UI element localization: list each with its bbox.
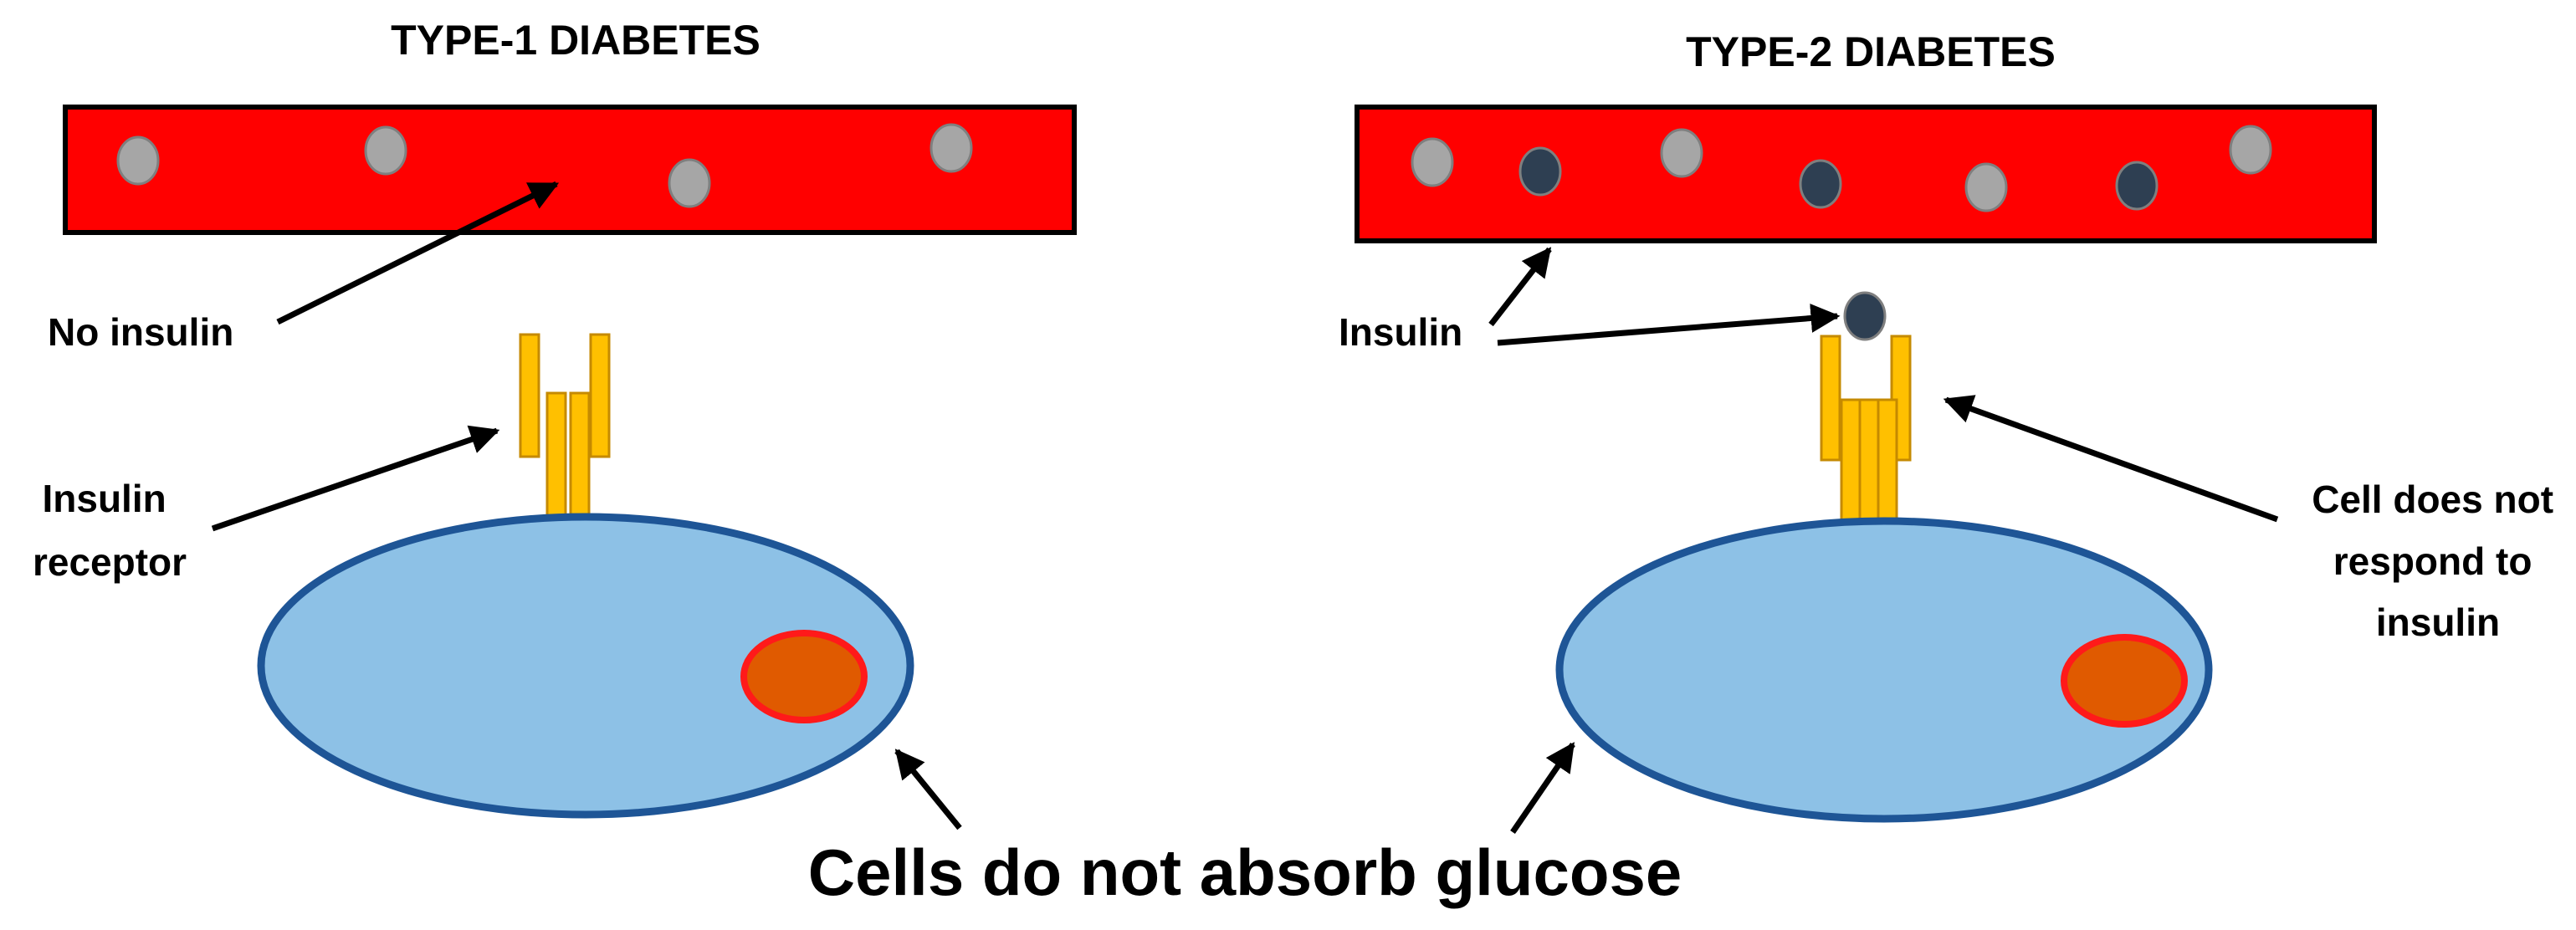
no-response-arrow — [1943, 395, 2279, 523]
insulin-molecule — [1518, 146, 1562, 197]
type2-blood-vessel — [1355, 105, 2377, 243]
cell-body — [257, 513, 914, 819]
type1-arrows — [211, 181, 962, 830]
receptor-chain — [1858, 398, 1880, 525]
no-insulin-label: No insulin — [48, 310, 233, 354]
type2-cell-arrow — [1510, 742, 1575, 834]
cell-body — [1555, 517, 2213, 823]
receptor-chain — [519, 333, 540, 458]
no-response-label: Cell does not respond to insulin — [2312, 478, 2564, 644]
type2-panel: TYPE-2 DIABETES Insulin Cell — [1339, 28, 2564, 834]
type2-title: TYPE-2 DIABETES — [1686, 28, 2056, 75]
type2-insulin-receptor — [1820, 335, 1912, 525]
insulin-molecule — [2115, 161, 2159, 211]
caption: Cells do not absorb glucose — [808, 835, 1682, 909]
type1-blood-vessel — [63, 105, 1077, 235]
insulin-label: Insulin — [1339, 310, 1462, 354]
cell-nucleus — [2061, 634, 2188, 728]
glucose-molecule — [1411, 137, 1454, 187]
glucose-molecule — [116, 135, 160, 186]
glucose-molecule — [1964, 162, 2008, 212]
insulin-receptor-label-line1: Insulin — [42, 477, 166, 520]
type2-cell — [1555, 517, 2213, 823]
receptor-chain — [1877, 398, 1898, 525]
receptor-chain — [1840, 398, 1862, 525]
type1-title: TYPE-1 DIABETES — [391, 17, 761, 64]
receptor-arrow — [211, 425, 500, 532]
no-response-label-line3: insulin — [2376, 600, 2500, 644]
insulin-vessel-arrow — [1488, 247, 1552, 327]
insulin-molecule — [1799, 159, 1842, 209]
glucose-molecule — [1660, 128, 1703, 178]
type1-glucose-molecules — [116, 123, 973, 208]
glucose-molecule — [930, 123, 973, 173]
insulin-molecule — [1843, 291, 1887, 341]
type2-insulin-molecules — [1518, 146, 2159, 341]
cell-nucleus — [740, 630, 868, 723]
no-response-label-line1: Cell does not — [2312, 478, 2553, 521]
type1-panel: TYPE-1 DIABETES No insulin Insulin recep… — [33, 17, 1077, 830]
type1-cell — [257, 513, 914, 819]
receptor-chain — [1820, 335, 1841, 462]
insulin-receptor-label: Insulin receptor — [33, 477, 187, 584]
receptor-chain — [545, 391, 567, 520]
receptor-chain — [569, 391, 591, 520]
type1-cell-arrow — [894, 749, 962, 830]
type2-arrows — [1488, 247, 2279, 834]
receptor-chain — [589, 333, 611, 458]
type2-glucose-molecules — [1411, 125, 2272, 212]
insulin-molecule-arrow — [1497, 304, 1841, 346]
no-response-label-line2: respond to — [2333, 539, 2532, 583]
no-insulin-arrow — [276, 181, 560, 325]
glucose-molecule — [364, 125, 407, 176]
glucose-molecule — [2229, 125, 2272, 175]
glucose-molecule — [668, 158, 711, 208]
insulin-receptor-label-line2: receptor — [33, 540, 187, 584]
type1-insulin-receptor — [519, 333, 611, 520]
